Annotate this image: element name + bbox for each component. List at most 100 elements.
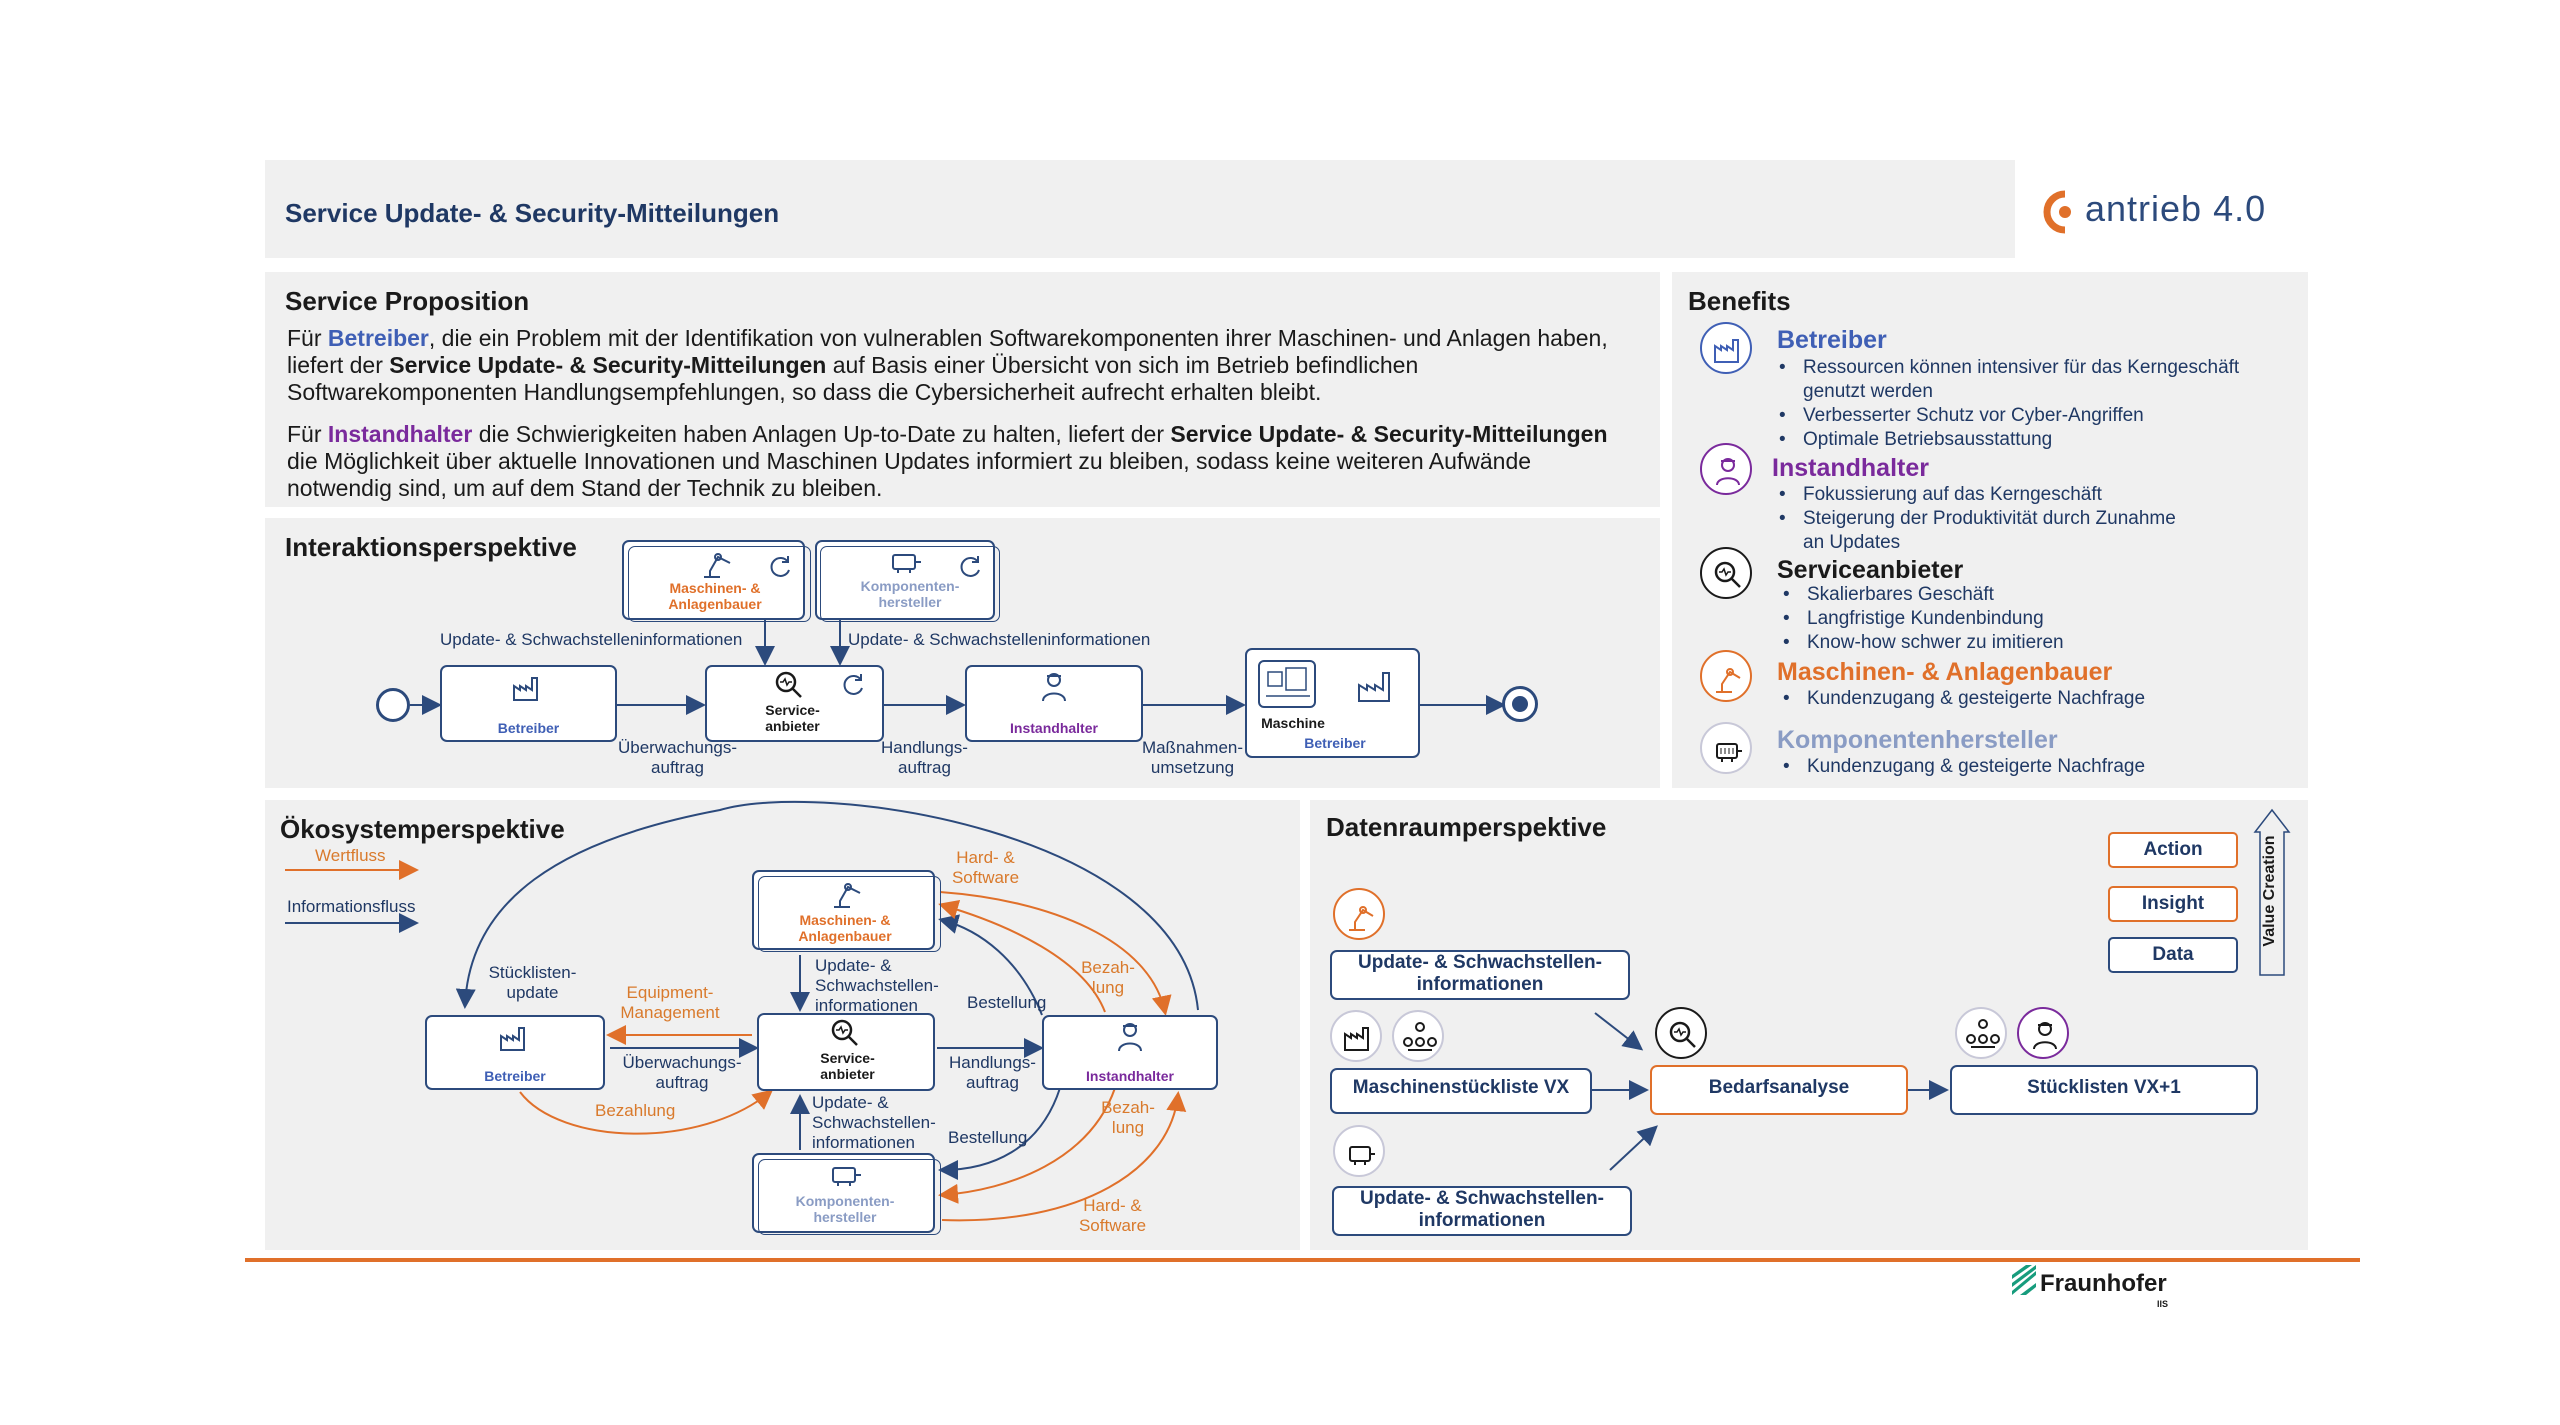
benefits-title: Benefits: [1688, 286, 1791, 316]
ueberwachung-label: Überwachungs-auftrag: [617, 738, 738, 777]
hard-software-bottom-label: Hard- &Software: [1078, 1196, 1147, 1235]
network-icon: [1392, 1010, 1444, 1062]
massnahmen-label: Maßnahmen-umsetzung: [1141, 738, 1244, 777]
dataspace-update-top-box: [1330, 950, 1630, 1000]
eco-maschinen-box-inner: [758, 876, 941, 952]
benefit-item: Steigerung der Produktivität durch Zunah…: [1779, 508, 2176, 530]
handlung-label: Handlungs-auftrag: [881, 738, 968, 777]
eco-maschinen-box: [752, 870, 935, 950]
interaction-maschinen-box-inner: [628, 546, 811, 622]
betreiber-highlight: Betreiber: [327, 325, 429, 351]
benefit-item-continued: an Updates: [1803, 532, 1901, 553]
component-icon: [1700, 722, 1752, 774]
text: die Möglichkeit über aktuelle Innovation…: [287, 448, 1532, 474]
end-event: [1502, 686, 1538, 722]
magnifier-icon: [1700, 547, 1752, 599]
data-badge: Data: [2108, 937, 2238, 973]
insight-badge: Insight: [2108, 886, 2238, 922]
dataspace-panel: [1310, 800, 2308, 1250]
service-proposition-paragraph-1: Für Betreiber, die ein Problem mit der I…: [287, 325, 1647, 406]
robot-arm-icon: [1333, 888, 1385, 940]
handlung-eco-label: Handlungs-auftrag: [949, 1053, 1036, 1092]
interaction-betreiber-box: [440, 665, 617, 742]
interaction-service-label: Service-anbieter: [765, 702, 820, 734]
interaction-maschinen-label: Maschinen- &Anlagenbauer: [668, 580, 762, 612]
interaction-komponenten-box-inner: [820, 546, 1000, 622]
machine-icon: [1258, 660, 1316, 708]
ecosystem-title: Ökosystemperspektive: [280, 814, 565, 844]
benefit-betreiber-title: Betreiber: [1777, 326, 1887, 354]
ueberwachung-eco-label: Überwachungs-auftrag: [622, 1053, 742, 1092]
eco-komponenten-label: Komponenten-hersteller: [795, 1193, 895, 1225]
component-icon: [1333, 1125, 1385, 1177]
dataspace-update-bottom-label: Update- & Schwachstellen-informationen: [1360, 1188, 1604, 1231]
legend-wertfluss: Wertfluss: [315, 846, 386, 865]
eco-betreiber-box: [425, 1015, 605, 1090]
benefit-item: Kundenzugang & gesteigerte Nachfrage: [1783, 688, 2145, 710]
eco-maschinen-label: Maschinen- &Anlagenbauer: [798, 912, 892, 944]
update-info-left: Update- & Schwachstelleninformationen: [440, 630, 743, 649]
legend-informationsfluss: Informationsfluss: [287, 897, 416, 916]
text: auf Basis einer Übersicht von sich im Be…: [826, 352, 1419, 378]
antrieb-logo-icon: [2043, 190, 2071, 234]
factory-icon: [1330, 1010, 1382, 1062]
stuecklisten-new-label: Stücklisten VX+1: [2027, 1077, 2181, 1098]
hard-software-top-label: Hard- &Software: [951, 848, 1020, 887]
maschinen-stueckliste-label: Maschinenstückliste VX: [1352, 1077, 1570, 1098]
bestellung-top-label: Bestellung: [967, 993, 1047, 1012]
interaction-betreiber-label: Betreiber: [497, 720, 560, 736]
benefit-komponenten-title: Komponentenhersteller: [1777, 726, 2058, 754]
eco-instandhalter-label: Instandhalter: [1086, 1068, 1174, 1084]
benefit-maschinen-title: Maschinen- & Anlagenbauer: [1777, 658, 2113, 686]
eco-betreiber-label: Betreiber: [484, 1068, 546, 1084]
benefit-instandhalter-title: Instandhalter: [1772, 454, 1929, 482]
magnifier-icon: [1655, 1007, 1707, 1059]
text: Für: [287, 325, 328, 351]
antrieb-logo-text: antrieb 4.0: [2085, 188, 2267, 229]
fraunhofer-logo: Fraunhofer IIS: [2010, 1265, 2210, 1315]
fraunhofer-logo-icon: [2012, 1265, 2036, 1295]
worker-icon: [1700, 443, 1752, 495]
interaction-komponenten-label: Komponenten-hersteller: [860, 578, 960, 610]
benefit-item: Optimale Betriebsausstattung: [1779, 429, 2052, 451]
dataspace-update-top-label: Update- & Schwachstellen-informationen: [1358, 952, 1602, 995]
worker-icon: [2017, 1007, 2069, 1059]
text: notwendig sind, um auf dem Stand der Tec…: [287, 475, 883, 501]
bedarfsanalyse-box: [1650, 1065, 1908, 1115]
service-proposition-panel: [265, 272, 1660, 507]
interaction-maschine-label: Maschine: [1261, 715, 1325, 731]
interaction-maschine-sub-label: Betreiber: [1304, 735, 1366, 751]
stuecklisten-new-box: [1950, 1065, 2258, 1115]
eco-service-box: [757, 1013, 935, 1091]
service-highlight: Service Update- & Security-Mitteilungen: [1170, 421, 1608, 447]
bezahlung-eco-label: Bezahlung: [595, 1101, 676, 1120]
benefit-item: Skalierbares Geschäft: [1783, 584, 1994, 606]
benefit-item-continued: genutzt werden: [1803, 381, 1933, 402]
benefit-item: Langfristige Kundenbindung: [1783, 608, 2044, 630]
bezahlung-right-label: Bezah-lung: [1101, 1098, 1155, 1137]
service-highlight: Service Update- & Security-Mitteilungen: [389, 352, 827, 378]
value-creation-label: Value Creation: [2261, 835, 2278, 947]
interaction-title: Interaktionsperspektive: [285, 532, 577, 562]
benefit-item: Fokussierung auf das Kerngeschäft: [1779, 484, 2102, 506]
text: Für: [287, 421, 328, 447]
text: liefert der: [287, 352, 390, 378]
bestellung-bottom-label: Bestellung: [948, 1128, 1028, 1147]
network-icon: [1955, 1007, 2007, 1059]
interaction-maschine-box: [1245, 648, 1420, 758]
header-bar: [265, 160, 2015, 258]
eco-service-label: Service-anbieter: [820, 1050, 875, 1082]
text: die Schwierigkeiten haben Anlagen Up-to-…: [472, 421, 1171, 447]
bezahlung-top-label: Bezah-lung: [1081, 958, 1135, 997]
interaction-komponenten-box: [815, 540, 995, 620]
antrieb-logo: antrieb 4.0: [2035, 186, 2295, 236]
update-info-right: Update- & Schwachstelleninformationen: [848, 630, 1151, 649]
factory-icon: [1700, 322, 1752, 374]
interaction-instandhalter-label: Instandhalter: [1010, 720, 1098, 736]
text: , die ein Problem mit der Identifikation…: [428, 325, 1608, 351]
text: Softwarekomponenten Handlungsempfehlunge…: [287, 379, 1322, 405]
benefit-item: Verbesserter Schutz vor Cyber-Angriffen: [1779, 405, 2144, 427]
